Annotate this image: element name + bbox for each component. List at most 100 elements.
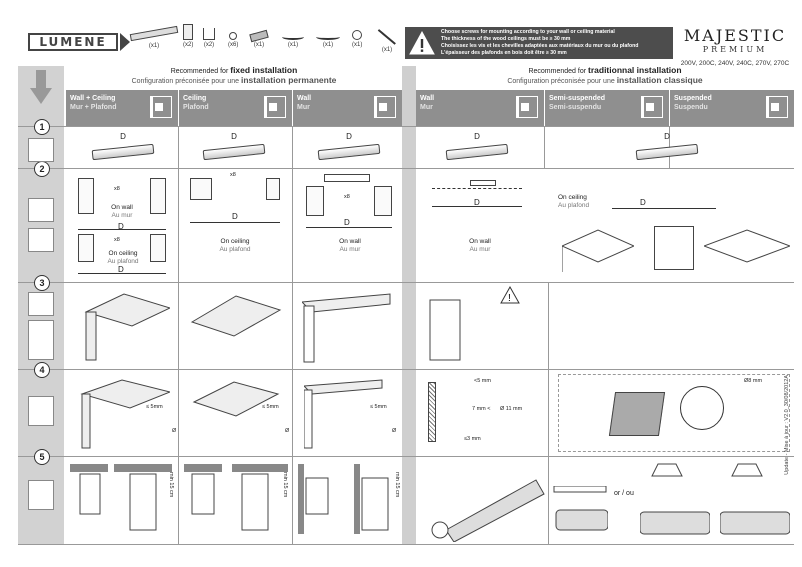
label-fr: Au plafond — [107, 258, 139, 265]
header-bold-fr: installation classique — [616, 75, 703, 85]
col-title: Semi-suspended — [549, 95, 606, 102]
part-qty: (x1) — [322, 42, 334, 48]
fixing-figure — [298, 464, 402, 540]
quantity-label: x8 — [344, 194, 350, 200]
quantity-label: x8 — [114, 186, 120, 192]
part-qty: (x2) — [183, 42, 194, 48]
measure-label: ≤3 mm — [464, 436, 481, 442]
bracket-figure — [374, 186, 392, 216]
label-fr: Au mur — [111, 212, 133, 219]
screw-icon — [229, 32, 238, 40]
label-fr: Au plafond — [219, 246, 251, 253]
cable-icon — [316, 34, 340, 40]
screws-icon — [28, 320, 54, 360]
drill-ceiling-figure — [188, 292, 282, 342]
col-title: Wall — [297, 95, 312, 102]
screwdriver-icon — [28, 480, 54, 510]
hand-icon — [28, 198, 54, 222]
row-divider — [18, 456, 794, 457]
step-number: 2 — [34, 161, 50, 177]
header-prefix-fr: Configuration préconisée pour une — [131, 78, 240, 85]
fixing-figure — [184, 464, 288, 540]
part-remote: (x1) — [249, 24, 269, 48]
drill-wall-figure — [300, 292, 392, 364]
part-key: (x1) — [352, 24, 362, 48]
dimension-label: D — [474, 132, 480, 141]
bracket-wall-figure — [302, 378, 384, 450]
label-fr: Au mur — [469, 246, 491, 253]
rod-icon — [378, 29, 396, 45]
warning-line: L'épaisseur des plafonds en bois doit êt… — [441, 50, 567, 56]
step1-cell: D — [317, 132, 381, 161]
key-icon — [352, 30, 363, 40]
part-qty: (x1) — [253, 42, 265, 48]
part-bracket: (x2) — [183, 24, 193, 48]
measure-label: min 15 cm — [168, 472, 174, 498]
warning-line: The thickness of the wood ceilings must … — [441, 36, 571, 42]
part-cable-1: (x1) — [282, 24, 304, 48]
col-title-fr: Suspendu — [674, 104, 708, 111]
row-divider — [18, 126, 794, 127]
zoom-circle — [680, 386, 724, 430]
dimension-label: D — [232, 212, 238, 221]
part-rail: (x1) — [129, 24, 179, 49]
dimension-line — [612, 208, 716, 209]
dimension-label: D — [664, 132, 670, 141]
row-divider — [18, 544, 794, 545]
header-bold-fr: installation permanente — [240, 75, 337, 85]
part-clip: (x2) — [203, 24, 215, 48]
col-title: Wall — [420, 95, 435, 102]
down-arrow-icon — [30, 70, 52, 104]
row-divider — [18, 282, 794, 283]
part-qty: (x1) — [287, 42, 299, 48]
dimension-line — [306, 227, 392, 228]
col-title-fr: Mur — [297, 104, 310, 111]
mount-diagram-icon — [374, 96, 396, 118]
measure-label: Ø8 mm — [744, 378, 763, 384]
ceiling-perspective — [702, 228, 792, 272]
measure-label: ≤ 5mm — [262, 404, 279, 410]
label-fr: Au plafond — [558, 202, 590, 209]
suspended-screen-figure — [719, 462, 791, 540]
screen-rail — [317, 143, 381, 161]
col-title: Wall + Ceiling — [70, 95, 116, 102]
header-bold: fixed installation — [230, 65, 298, 75]
suspended-screen-figure — [552, 485, 609, 540]
drill-ceiling-figure — [76, 292, 172, 362]
part-qty: (x6) — [228, 42, 239, 48]
mount-diagram-icon — [641, 96, 663, 118]
logo-mark — [120, 33, 130, 51]
bracket-figure — [78, 234, 94, 262]
col-divider — [548, 282, 549, 544]
part-qty: (x2) — [203, 42, 215, 48]
brand-logo: LUMENE — [28, 33, 118, 51]
bracket-figure — [150, 178, 166, 214]
dimension-line — [78, 229, 166, 230]
update-note: Update - Mise à jour : V2.0_30/08/2012A — [784, 375, 790, 475]
col-title-fr: Plafond — [183, 104, 209, 111]
mount-diagram-icon — [150, 96, 172, 118]
header-prefix-fr: Configuration préconisée pour une — [507, 78, 615, 85]
dimension-label: D — [640, 198, 646, 207]
dimension-line — [190, 222, 280, 223]
row-divider — [18, 369, 794, 370]
drill-icon — [28, 292, 54, 316]
dimension-line — [432, 206, 522, 207]
step-number: 1 — [34, 119, 50, 135]
measure-label: Ø 11 mm — [500, 406, 523, 412]
mount-diagram-icon — [264, 96, 286, 118]
measure-label: Ø — [285, 428, 290, 434]
step1-cell: D — [202, 132, 266, 161]
col-divider — [178, 126, 179, 544]
bracket-figure — [190, 178, 212, 200]
dimension-label: D — [344, 218, 350, 227]
bracket-icon — [183, 24, 194, 40]
rail-icon — [129, 25, 179, 42]
